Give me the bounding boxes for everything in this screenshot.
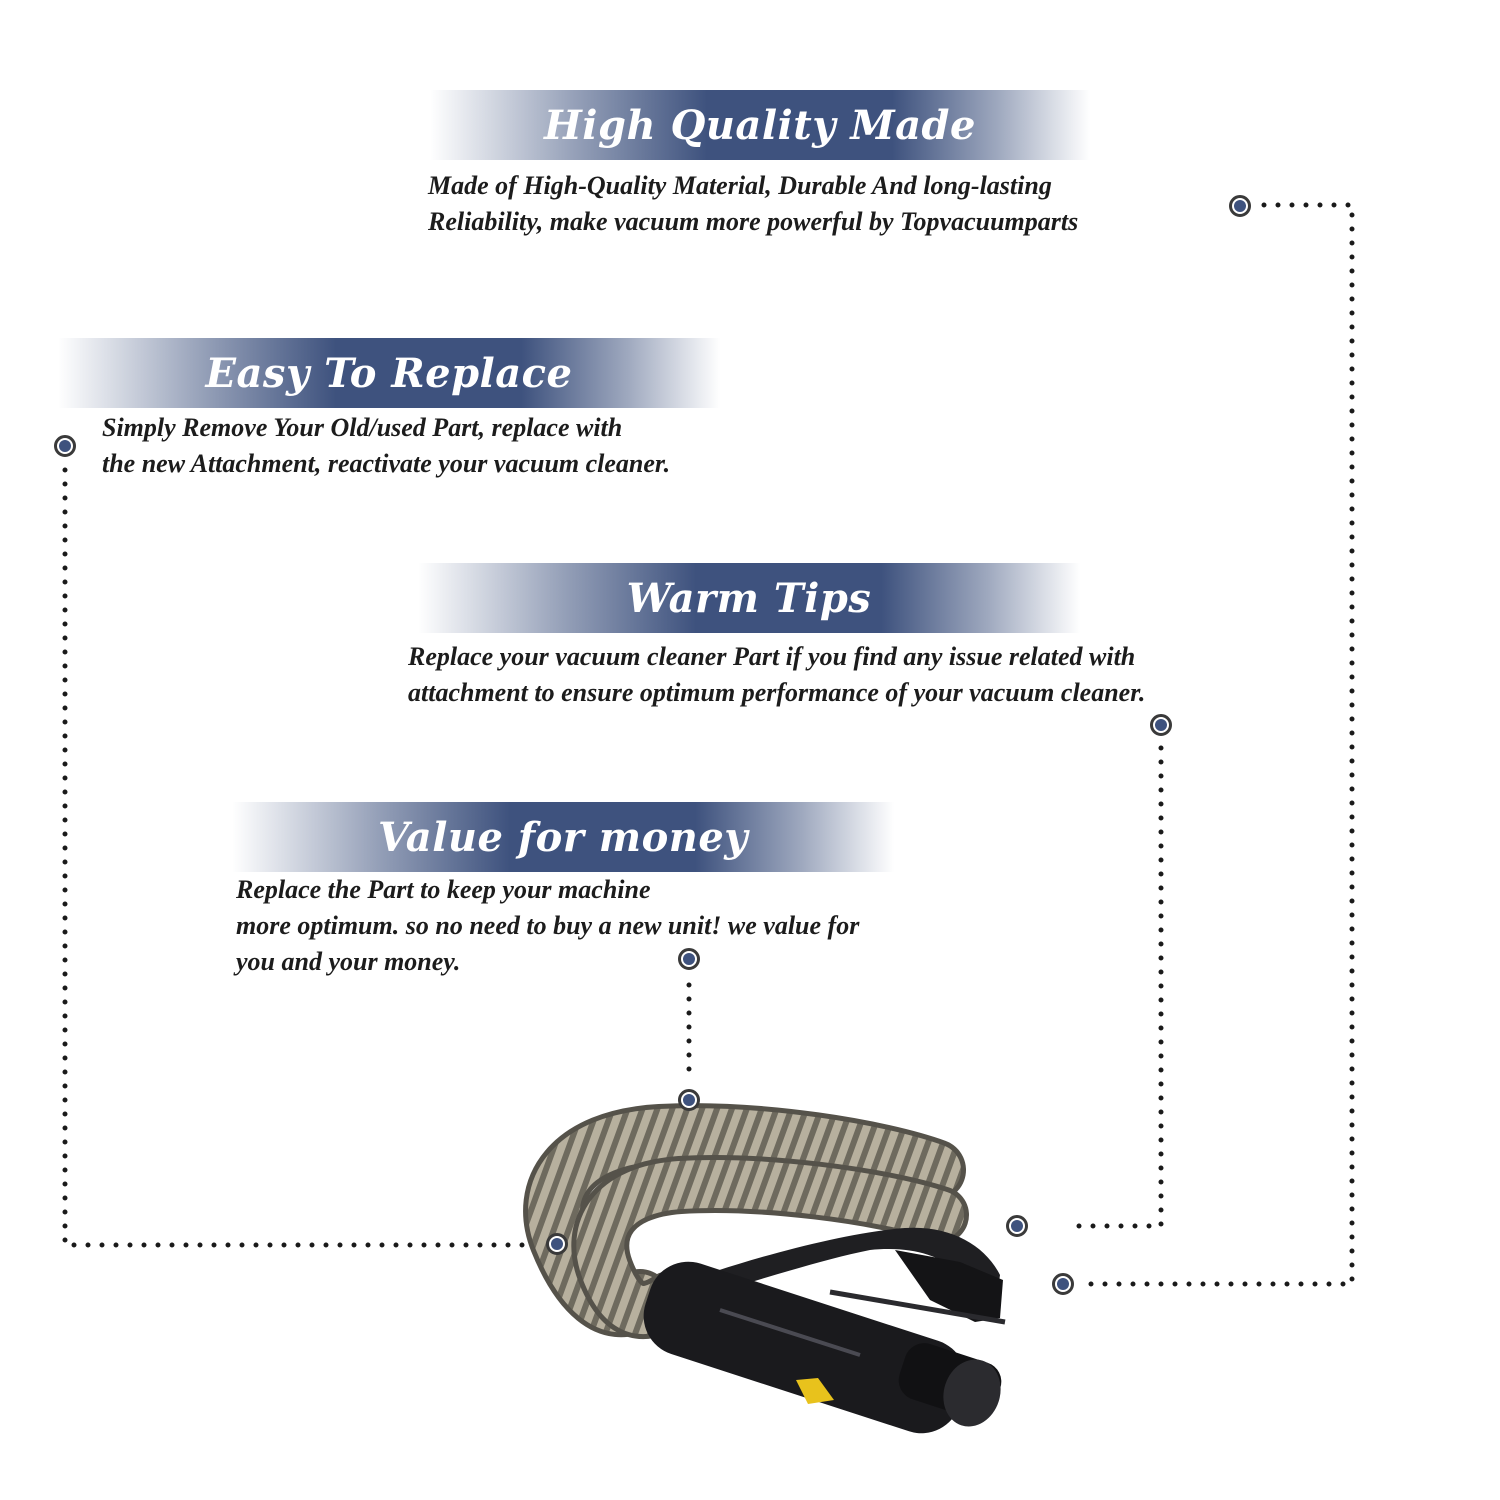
description-line: more optimum. so no need to buy a new un… (236, 911, 860, 940)
description-line: Made of High-Quality Material, Durable A… (428, 171, 1052, 200)
description-value-money: Replace the Part to keep your machine mo… (236, 872, 859, 980)
description-high-quality: Made of High-Quality Material, Durable A… (428, 168, 1078, 240)
banner-title: High Quality Made (544, 101, 976, 149)
marker-easy-replace (54, 435, 76, 457)
connector-warm-tips (1069, 745, 1164, 1229)
marker-value-money (678, 948, 700, 970)
description-line: Reliability, make vacuum more powerful b… (428, 207, 1079, 236)
banner-high-quality: High Quality Made (430, 90, 1090, 160)
connector-high-quality (1082, 202, 1355, 1287)
banner-value-money: Value for money (232, 802, 894, 872)
banner-title: Easy To Replace (205, 349, 573, 397)
marker-hose-left (546, 1233, 568, 1255)
description-line: Replace your vacuum cleaner Part if you … (408, 642, 1136, 671)
description-warm-tips: Replace your vacuum cleaner Part if you … (408, 639, 1145, 711)
banner-warm-tips: Warm Tips (418, 563, 1080, 633)
marker-hose-right (1006, 1215, 1028, 1237)
description-line: you and your money. (236, 947, 461, 976)
banner-easy-replace: Easy To Replace (58, 338, 720, 408)
description-line: the new Attachment, reactivate your vacu… (102, 449, 671, 478)
description-line: Simply Remove Your Old/used Part, replac… (102, 413, 623, 442)
marker-high-quality (1229, 195, 1251, 217)
marker-hose-top (678, 1089, 700, 1111)
description-line: Replace the Part to keep your machine (236, 875, 651, 904)
description-easy-replace: Simply Remove Your Old/used Part, replac… (102, 410, 670, 482)
description-line: attachment to ensure optimum performance… (408, 678, 1146, 707)
banner-title: Warm Tips (626, 574, 872, 622)
marker-warm-tips (1150, 714, 1172, 736)
banner-title: Value for money (377, 813, 749, 861)
marker-hose-bottom-right (1052, 1273, 1074, 1295)
